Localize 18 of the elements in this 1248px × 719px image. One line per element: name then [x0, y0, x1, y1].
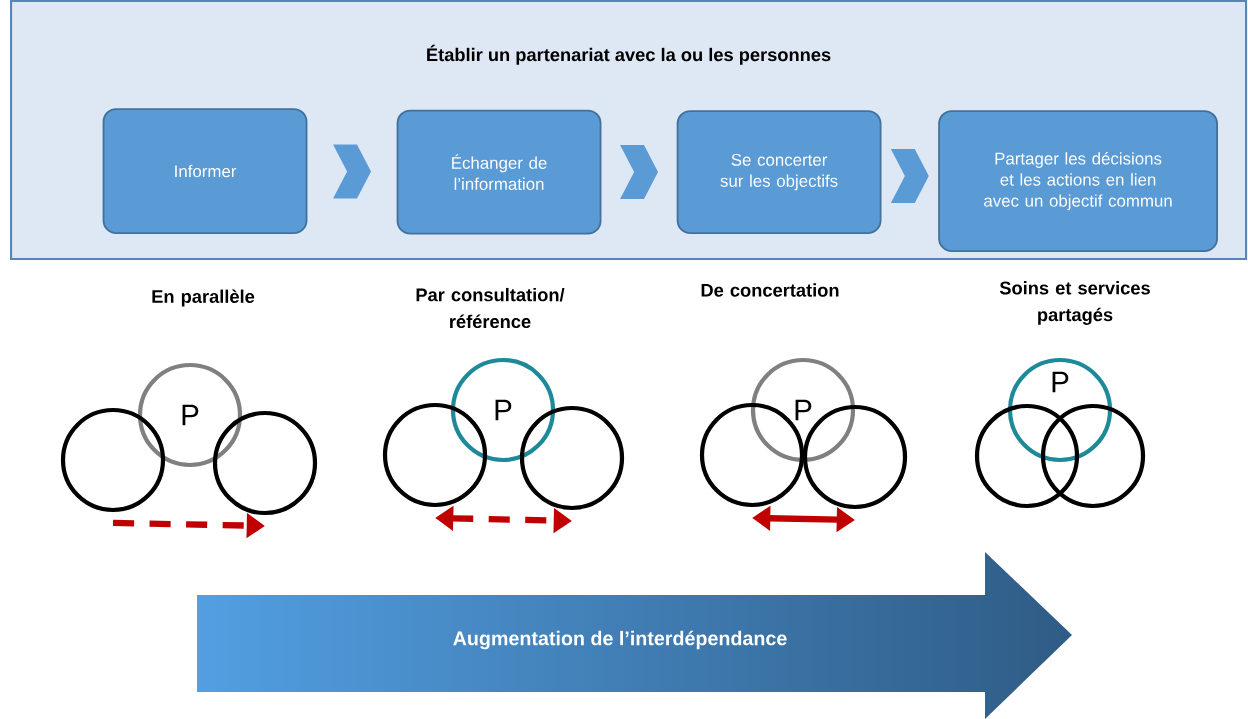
- heading: Par consultation/ référence: [416, 287, 565, 329]
- process-box: Informer: [102, 108, 308, 234]
- circle: [974, 403, 1080, 509]
- block-arrow: Augmentation de l’interdépendance: [453, 630, 787, 650]
- circle: [382, 402, 488, 508]
- process-box: Partager les décisions et les actions en lien avec un objectif commun: [938, 110, 1218, 252]
- circle: [519, 405, 625, 511]
- heading: Soins et services partagés: [999, 281, 1150, 325]
- circle: [60, 407, 166, 513]
- heading: De concertation: [701, 283, 839, 297]
- heading: En parallèle: [152, 289, 255, 307]
- chevron-arrow: [890, 149, 929, 203]
- process-box: Échanger de l’information: [396, 109, 602, 235]
- chevron-arrow: [620, 145, 659, 200]
- circle: [1040, 403, 1146, 509]
- circle: [212, 410, 318, 516]
- chevron-arrow: [333, 144, 372, 199]
- process-box: Se concerter sur les objectifs: [676, 110, 882, 234]
